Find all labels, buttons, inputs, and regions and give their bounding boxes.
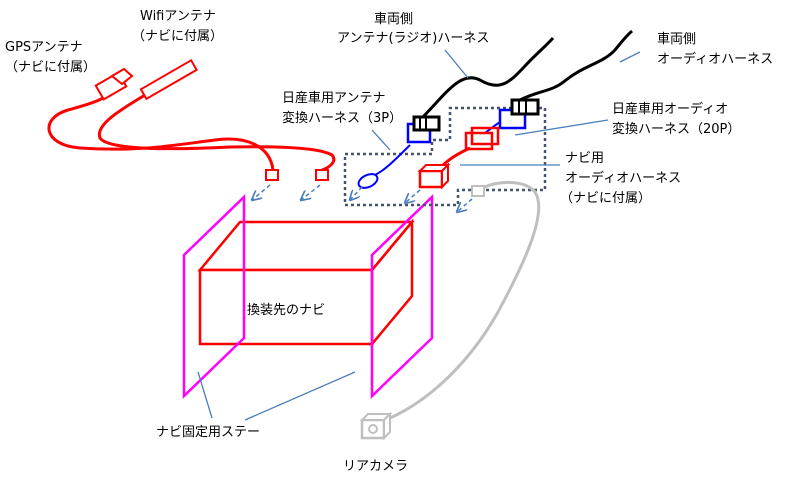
label-text: 変換ハーネス（20P） [612,121,740,137]
rear-camera-lens [368,424,378,434]
label-text: （ナビに付属） [132,29,223,44]
label-text: 車両側 [374,12,413,27]
arrow-gps [252,184,271,200]
wifi-antenna-cable [97,93,336,172]
leader-vehicle-audio [619,51,641,63]
rear-camera-body [360,418,386,440]
vehicle-antenna-harness-cable [418,37,555,122]
wifi-antenna [97,58,336,181]
label-nissan-audio-adapter: 日産車用オーディオ 変換ハーネス（20P） [612,101,740,137]
leader-audio-adapter [514,119,609,136]
label-text: オーディオハーネス [565,170,681,186]
antenna-adapter-cable [374,144,411,176]
stay-right-plate [370,194,434,399]
label-nissan-antenna-adapter: 日産車用アンテナ 変換ハーネス（3P） [282,90,402,126]
label-text: 変換ハーネス（3P） [282,110,402,126]
rear-camera-cable [389,181,541,420]
label-text: Wifiアンテナ [140,9,216,24]
label-text: アンテナ(ラジオ)ハーネス [337,31,489,46]
gps-antenna [47,67,279,181]
wifi-antenna-body [139,58,198,101]
label-gps-antenna: GPSアンテナ （ナビに付属） [5,40,96,75]
label-text: 日産車用オーディオ [612,101,728,117]
arrow-rear-camera [457,198,473,212]
audio-adapter-navi-side-back [470,126,500,146]
arrow-antenna-adapter [350,186,363,200]
leader-antenna-adapter [371,129,391,151]
insertion-arrows [252,184,473,212]
label-wifi-antenna: Wifiアンテナ （ナビに付属） [132,9,223,44]
navi-unit-label: 換装先のナビ [247,303,325,318]
rear-camera-side [383,411,391,441]
label-text: ナビ用 [565,151,604,166]
rear-camera [359,181,541,441]
navi-unit-side [370,218,414,348]
label-vehicle-antenna-harness: 車両側 アンテナ(ラジオ)ハーネス [337,12,489,46]
leader-stay-left [197,371,213,419]
label-navi-audio-harness: ナビ用 オーディオハーネス （ナビに付属） [560,151,681,206]
navi-mount-stay [182,194,434,399]
rear-camera-connector [471,185,485,197]
vehicle-harnesses [418,29,633,122]
label-text: （ナビに付属） [560,191,651,206]
gps-antenna-top [110,67,134,86]
label-text: オーディオハーネス [657,51,773,67]
navi-unit: 換装先のナビ [197,218,415,348]
label-text: GPSアンテナ [5,40,83,55]
label-navi-mount-stay: ナビ固定用ステー [156,425,260,440]
navi-audio-harness-plug [418,169,444,189]
gps-connector [265,169,279,181]
stay-left-plate [182,194,246,399]
gps-antenna-cable [47,82,275,171]
label-text: （ナビに付属） [5,60,96,75]
navi-audio-harness [417,146,471,190]
label-vehicle-audio-harness: 車両側 オーディオハーネス [657,32,773,67]
nissan-audio-adapter [464,98,540,151]
vehicle-audio-harness-cable [519,29,633,102]
adapter-group-outline [343,106,547,207]
label-rear-camera: リアカメラ [343,459,408,474]
navi-audio-harness-plug-side [441,162,449,190]
antenna-adapter-plug [357,173,379,189]
label-text: 車両側 [657,32,696,47]
label-text: 日産車用アンテナ [282,90,385,106]
leader-lines [197,49,641,421]
nissan-antenna-adapter [357,115,441,189]
leader-stay-right [244,371,356,421]
audio-adapter-navi-side [464,131,494,151]
leader-vehicle-antenna [444,49,469,79]
wifi-connector [315,169,329,181]
arrow-wifi [301,184,321,200]
arrow-audio-harness [405,189,421,203]
